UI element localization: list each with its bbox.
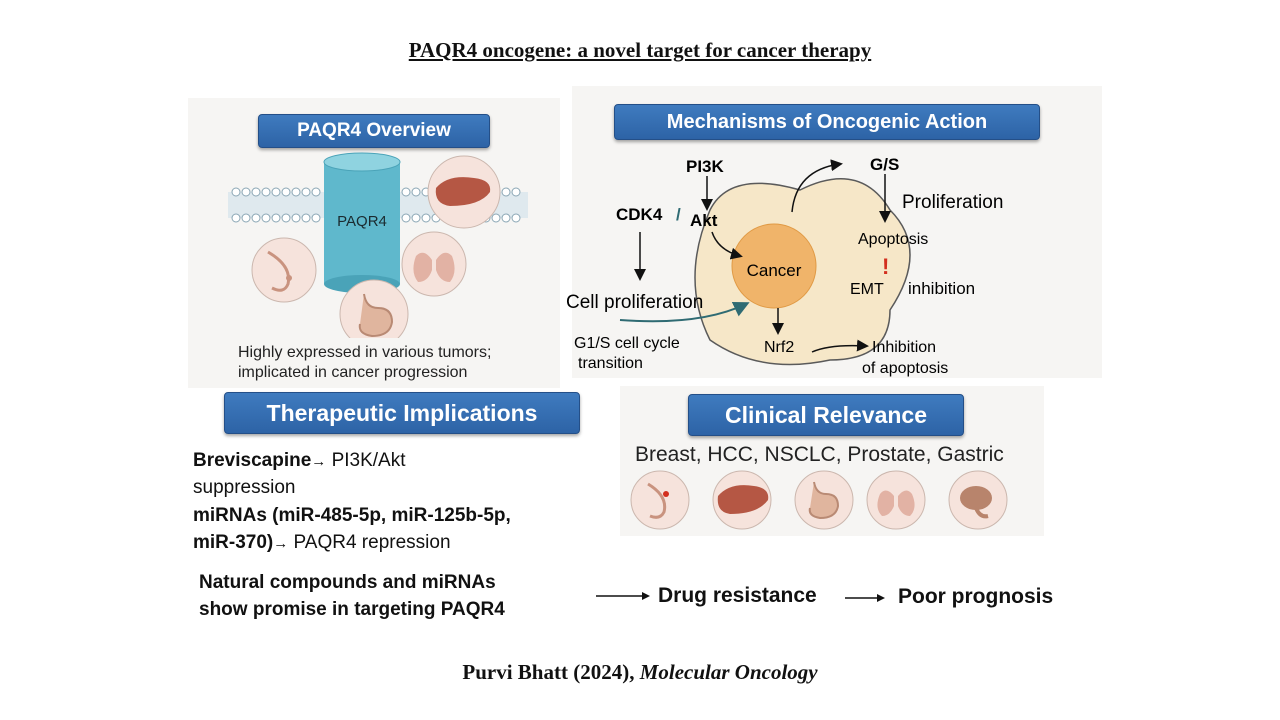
citation-author: Purvi Bhatt (2024),	[462, 660, 640, 684]
breast-icon	[630, 470, 690, 530]
cancer-nucleus	[731, 223, 817, 309]
therapeutic-heading: Therapeutic Implications	[224, 392, 580, 434]
breviscapine-line: Breviscapine→ PI3K/Akt	[193, 450, 406, 472]
cancer-label: Cancer	[747, 261, 802, 280]
natural-to-drug-arrow	[596, 592, 650, 600]
liver-icon	[712, 470, 772, 530]
akt-to-gs-arrow	[791, 159, 843, 213]
poor-prognosis-label: Poor prognosis	[898, 585, 1054, 608]
natural-compounds-line2: show promise in targeting PAQR4	[199, 599, 505, 620]
akt-label: Akt	[690, 211, 718, 230]
cell-proliferation-label: Cell proliferation	[566, 292, 703, 313]
citation-journal: Molecular Oncology	[639, 660, 818, 684]
overview-heading: PAQR4 Overview	[258, 114, 490, 148]
nrf2-label: Nrf2	[764, 339, 794, 356]
inhibition-apoptosis-line1: Inhibition	[872, 339, 936, 356]
pi3k-label: PI3K	[686, 157, 725, 176]
cdk4-slash: /	[676, 205, 681, 224]
cdk4-label: CDK4	[616, 205, 663, 224]
cell-proliferation-teal-arrow	[619, 301, 750, 323]
liver-icon	[427, 155, 501, 229]
breviscapine-effect: PI3K/Akt	[326, 450, 406, 471]
overview-illustration: PAQR4	[228, 152, 528, 338]
breviscapine-arrow: →	[311, 453, 327, 470]
paqr4-cylinder-label: PAQR4	[337, 213, 387, 230]
clinical-cancers: Breast, HCC, NSCLC, Prostate, Gastric	[635, 443, 1004, 466]
stomach-icon	[794, 470, 854, 530]
akt-to-cancer-arrow	[711, 231, 743, 260]
mirnas-line2: miR-370)→ PAQR4 repression	[193, 532, 451, 554]
overview-desc-line1: Highly expressed in various tumors;	[238, 344, 492, 361]
emt-mark: !	[882, 254, 889, 279]
drug-to-prognosis-arrow	[845, 594, 885, 602]
g1s-label-line1: G1/S cell cycle	[574, 335, 680, 352]
clinical-heading: Clinical Relevance	[688, 394, 964, 436]
mirnas-list-end: miR-370)	[193, 532, 274, 553]
paqr4-cylinder	[323, 152, 401, 293]
mechanisms-diagram: PI3K CDK4 / Akt G/S Proliferation Apopto…	[566, 155, 1003, 377]
lung-icon	[401, 231, 467, 297]
mirnas-line1: miRNAs (miR-485-5p, miR-125b-5p,	[193, 505, 511, 526]
emt-label: EMT	[850, 281, 884, 298]
apoptosis-label: Apoptosis	[858, 231, 928, 248]
inhibition-label: inhibition	[908, 279, 975, 298]
lung-icon	[866, 470, 926, 530]
prostate-icon	[948, 470, 1008, 530]
breviscapine-label: Breviscapine	[193, 450, 312, 471]
mirnas-effect: PAQR4 repression	[288, 532, 451, 553]
gs-label: G/S	[870, 155, 899, 174]
citation: Purvi Bhatt (2024), Molecular Oncology	[0, 660, 1280, 685]
suppression-line: suppression	[193, 477, 296, 498]
drug-resistance-label: Drug resistance	[658, 584, 817, 607]
overview-desc-line2: implicated in cancer progression	[238, 364, 468, 381]
nrf2-to-inhibition-arrow	[811, 339, 869, 353]
stomach-icon	[339, 279, 409, 338]
page-title: PAQR4 oncogene: a novel target for cance…	[408, 38, 872, 62]
mirnas-arrow: →	[273, 535, 289, 552]
natural-compounds-line1: Natural compounds and miRNAs	[199, 572, 496, 593]
inhibition-apoptosis-line2: of apoptosis	[862, 360, 948, 377]
breast-icon	[251, 237, 317, 303]
proliferation-label: Proliferation	[902, 192, 1003, 213]
mechanisms-heading: Mechanisms of Oncogenic Action	[614, 104, 1040, 140]
clinical-organ-row	[630, 470, 1008, 530]
g1s-label-line2: transition	[578, 355, 643, 372]
